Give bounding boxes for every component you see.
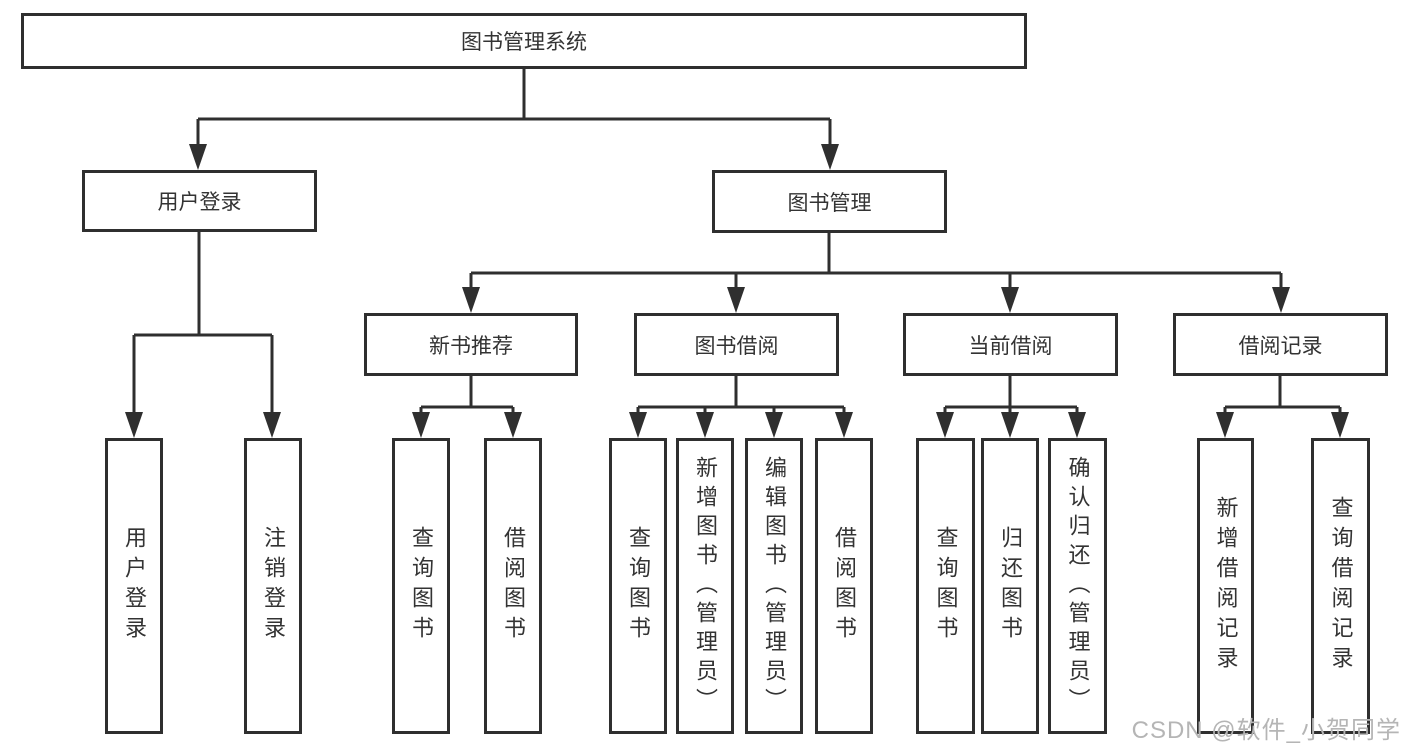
leaf-nb-query-books: 查询图书 xyxy=(392,438,450,734)
leaf-br-query-record-label: 查询借阅记录 xyxy=(1328,496,1354,676)
leaf-br-add-record: 新增借阅记录 xyxy=(1197,438,1254,734)
leaf-logout: 注销登录 xyxy=(244,438,302,734)
leaf-bb-edit-books-admin: 编辑图书（管理员） xyxy=(745,438,803,734)
leaf-bb-borrow-books-label: 借阅图书 xyxy=(832,526,857,646)
leaf-cb-confirm-return-admin-label: 确认归还（管理员） xyxy=(1065,455,1091,717)
node-book-management-label: 图书管理 xyxy=(787,191,872,215)
node-user-login-label: 用户登录 xyxy=(157,191,242,214)
leaf-bb-add-books-admin-label: 新增图书（管理员） xyxy=(693,455,718,717)
node-borrow-records-label: 借阅记录 xyxy=(1238,334,1323,358)
leaf-cb-query-books: 查询图书 xyxy=(916,438,975,734)
leaf-user-login: 用户登录 xyxy=(105,438,163,734)
leaf-bb-borrow-books: 借阅图书 xyxy=(815,438,873,734)
node-new-book-recommend-label: 新书推荐 xyxy=(429,334,513,358)
leaf-cb-return-books-label: 归还图书 xyxy=(998,526,1023,646)
node-current-borrow-label: 当前借阅 xyxy=(968,334,1053,358)
leaf-nb-borrow-books-label: 借阅图书 xyxy=(501,526,526,646)
leaf-br-query-record: 查询借阅记录 xyxy=(1311,438,1370,734)
leaf-cb-query-books-label: 查询图书 xyxy=(933,526,959,646)
leaf-bb-edit-books-admin-label: 编辑图书（管理员） xyxy=(762,455,787,717)
leaf-nb-borrow-books: 借阅图书 xyxy=(484,438,542,734)
leaf-logout-label: 注销登录 xyxy=(261,526,286,646)
node-new-book-recommend: 新书推荐 xyxy=(364,313,578,376)
node-book-borrow: 图书借阅 xyxy=(634,313,839,376)
leaf-bb-query-books: 查询图书 xyxy=(609,438,667,734)
leaf-user-login-label: 用户登录 xyxy=(122,526,147,646)
node-current-borrow: 当前借阅 xyxy=(903,313,1118,376)
leaf-nb-query-books-label: 查询图书 xyxy=(409,526,434,646)
csdn-watermark: CSDN @软件_小贺同学 xyxy=(1131,717,1401,744)
leaf-bb-query-books-label: 查询图书 xyxy=(626,526,651,646)
node-borrow-records: 借阅记录 xyxy=(1173,313,1388,376)
leaf-bb-add-books-admin: 新增图书（管理员） xyxy=(676,438,734,734)
node-root-label: 图书管理系统 xyxy=(461,31,587,54)
node-root: 图书管理系统 xyxy=(21,13,1027,69)
leaf-br-add-record-label: 新增借阅记录 xyxy=(1213,496,1239,676)
leaf-cb-return-books: 归还图书 xyxy=(981,438,1039,734)
node-book-borrow-label: 图书借阅 xyxy=(694,334,779,358)
leaf-cb-confirm-return-admin: 确认归还（管理员） xyxy=(1048,438,1107,734)
arrowheads xyxy=(125,144,1349,438)
node-book-management: 图书管理 xyxy=(712,170,947,233)
node-user-login: 用户登录 xyxy=(82,170,317,232)
